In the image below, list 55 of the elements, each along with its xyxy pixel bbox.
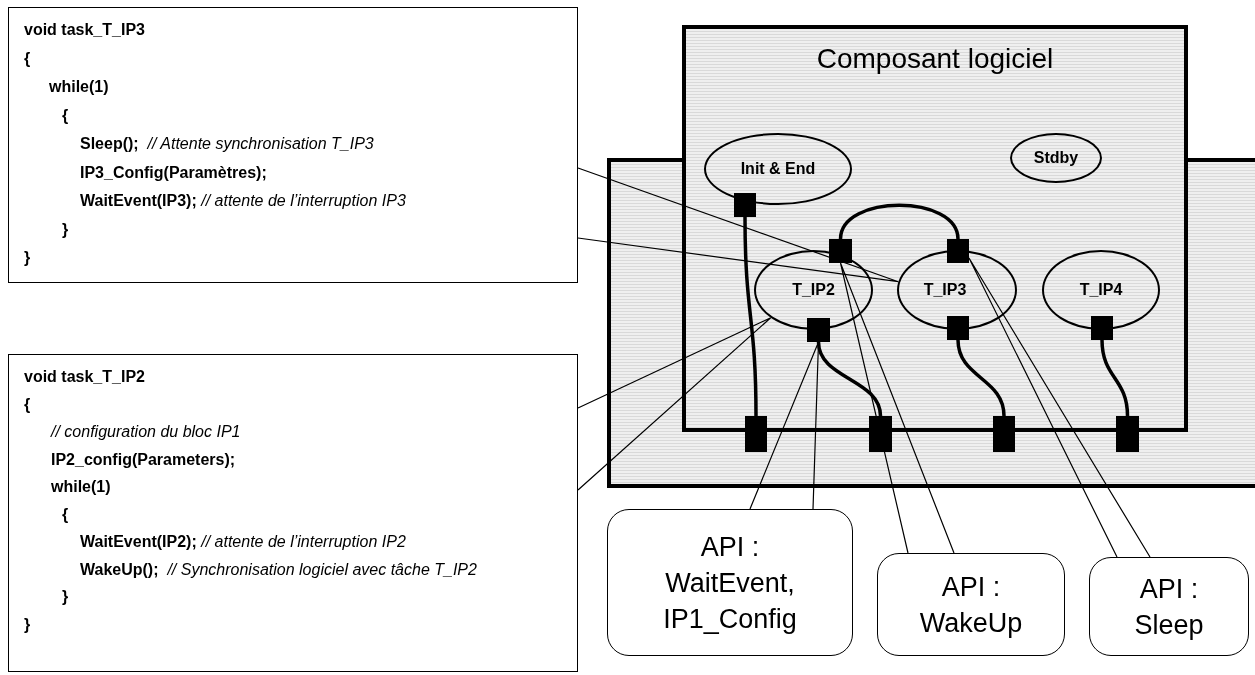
port-square xyxy=(947,239,969,263)
api-callout xyxy=(607,509,853,656)
code-callout-box xyxy=(8,7,578,283)
component-box xyxy=(682,25,1188,432)
task-label: Stdby xyxy=(1033,149,1079,167)
port-square xyxy=(869,416,892,452)
code-callout-box xyxy=(8,354,578,672)
leader-line xyxy=(968,257,1151,558)
connector-line xyxy=(1100,339,1130,417)
connector-line xyxy=(816,341,883,417)
api-callout xyxy=(877,553,1065,656)
task-ellipse xyxy=(1010,133,1102,183)
code-line: WaitEvent(IP2); // attente de l’interruption IP2 xyxy=(79,532,407,552)
port-square xyxy=(829,239,852,263)
port-square xyxy=(1116,416,1139,452)
code-line: // configuration du bloc IP1 xyxy=(49,422,242,442)
code-line: Sleep(); // Attente synchronisation T_IP3 xyxy=(79,134,375,154)
code-line: void task_T_IP3 xyxy=(24,20,146,40)
component-title: Composant logiciel xyxy=(815,43,1055,75)
task-label: T_IP3 xyxy=(923,281,967,299)
code-line: { xyxy=(24,48,32,69)
connector-line xyxy=(956,339,1006,417)
code-line: { xyxy=(61,504,70,525)
code-line: IP3_Config(Paramètres); xyxy=(79,162,268,183)
leader-line xyxy=(577,317,772,491)
connector-line xyxy=(838,203,960,240)
leader-line xyxy=(577,167,899,283)
code-line: IP2_config(Parameters); xyxy=(50,449,237,470)
api-callout xyxy=(1089,557,1249,656)
port-square xyxy=(807,318,830,342)
code-line: } xyxy=(61,219,70,240)
code-line: void task_T_IP2 xyxy=(24,367,146,387)
code-line: } xyxy=(61,587,70,607)
connector-line xyxy=(743,217,758,416)
port-square xyxy=(947,316,969,340)
callout-text: API : WakeUp xyxy=(918,570,1024,640)
callout-text: API : Sleep xyxy=(1133,572,1205,642)
code-line: { xyxy=(24,394,32,415)
task-label: Init & End xyxy=(740,160,816,178)
port-square xyxy=(734,193,756,217)
leader-line xyxy=(839,262,955,554)
port-square xyxy=(993,416,1015,452)
task-label: T_IP4 xyxy=(1079,281,1123,299)
code-line: } xyxy=(24,614,32,635)
port-square xyxy=(745,416,767,452)
code-line: while(1) xyxy=(50,477,112,497)
code-line: WakeUp(); // Synchronisation logiciel avec tâche T_IP2 xyxy=(79,559,478,580)
code-line: while(1) xyxy=(48,77,110,97)
code-line: WaitEvent(IP3); // attente de l’interruption IP3 xyxy=(79,191,407,211)
port-square xyxy=(1091,316,1113,340)
code-line: { xyxy=(61,105,70,126)
callout-text: API : WaitEvent, IP1_Config xyxy=(662,530,798,636)
code-line: } xyxy=(24,248,32,268)
leader-line xyxy=(749,341,820,510)
task-label: T_IP2 xyxy=(792,281,835,299)
